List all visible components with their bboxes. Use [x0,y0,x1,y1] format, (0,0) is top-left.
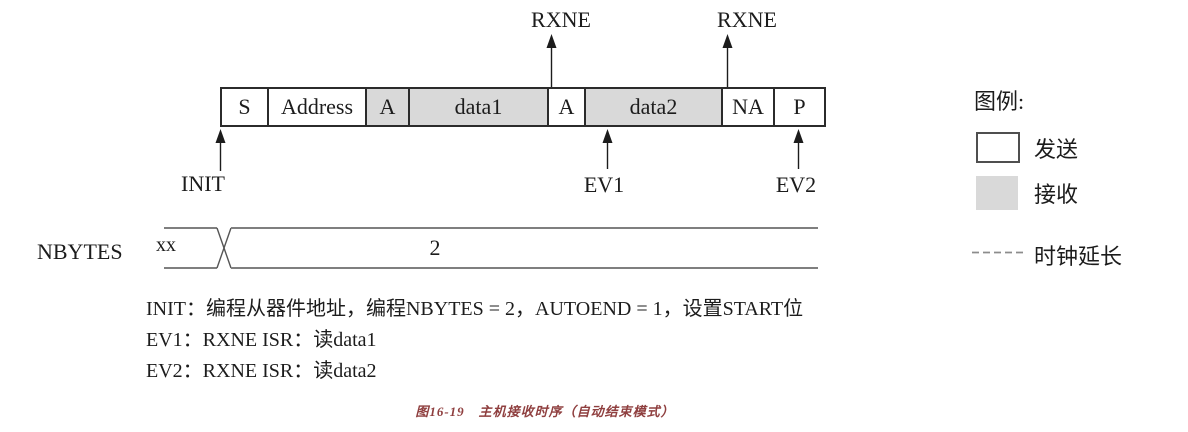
frame-box-ack2: A [547,87,586,127]
frame-box-label: A [379,94,396,119]
rxne-label-1: RXNE [531,7,591,32]
note-ev2: EV2：RXNE ISR：读data2 [146,360,377,382]
frame-box-label: P [793,94,806,119]
figure-notes: INIT：编程从器件地址，编程NBYTES = 2，AUTOEND = 1，设置… [146,294,803,387]
frame-box-data1: data1 [408,87,549,127]
rxne-arrow-1-icon [546,34,557,88]
ev2-label: EV2 [775,172,817,197]
frame-box-address: Address [267,87,367,127]
note-init: INIT：编程从器件地址，编程NBYTES = 2，AUTOEND = 1，设置… [146,298,804,320]
ev1-arrow-icon [602,129,613,169]
nbytes-bus-crossover-icon [216,227,232,269]
frame-box-ack1: A [365,87,410,127]
frame-box-label: data2 [629,94,678,119]
legend-clock-stretch-label: 时钟延长 [1034,244,1123,269]
figure-caption: 图16-19 主机接收时序（自动结束模式） [415,404,675,419]
legend-receive-swatch [976,176,1018,210]
legend-send-swatch [976,132,1020,163]
frame-box-label: data1 [454,94,503,119]
init-arrow-icon [215,129,226,171]
frame-box-data2: data2 [584,87,723,127]
i2c-frame-row: S Address A data1 A data2 NA P [220,87,826,127]
legend-receive-label: 接收 [1034,182,1079,207]
note-ev1: EV1：RXNE ISR：读data1 [146,329,377,351]
frame-box-nack: NA [721,87,775,127]
init-label: INIT [181,171,225,196]
nbytes-value-after: 2 [429,235,441,260]
frame-box-stop: P [773,87,826,127]
legend-send-label: 发送 [1034,137,1079,162]
rxne-label-2: RXNE [717,7,777,32]
frame-box-label: NA [732,94,764,119]
ev2-arrow-icon [793,129,804,169]
rxne-arrow-2-icon [722,34,733,88]
nbytes-value-before: xx [156,234,176,256]
ev1-label: EV1 [583,172,625,197]
nbytes-signal-label: NBYTES [37,239,123,264]
frame-box-start: S [220,87,269,127]
legend-title: 图例: [974,89,1025,114]
frame-box-label: Address [280,94,354,119]
frame-box-label: A [558,94,575,119]
frame-box-label: S [238,94,251,119]
nbytes-bus-segment-2 [231,227,818,269]
